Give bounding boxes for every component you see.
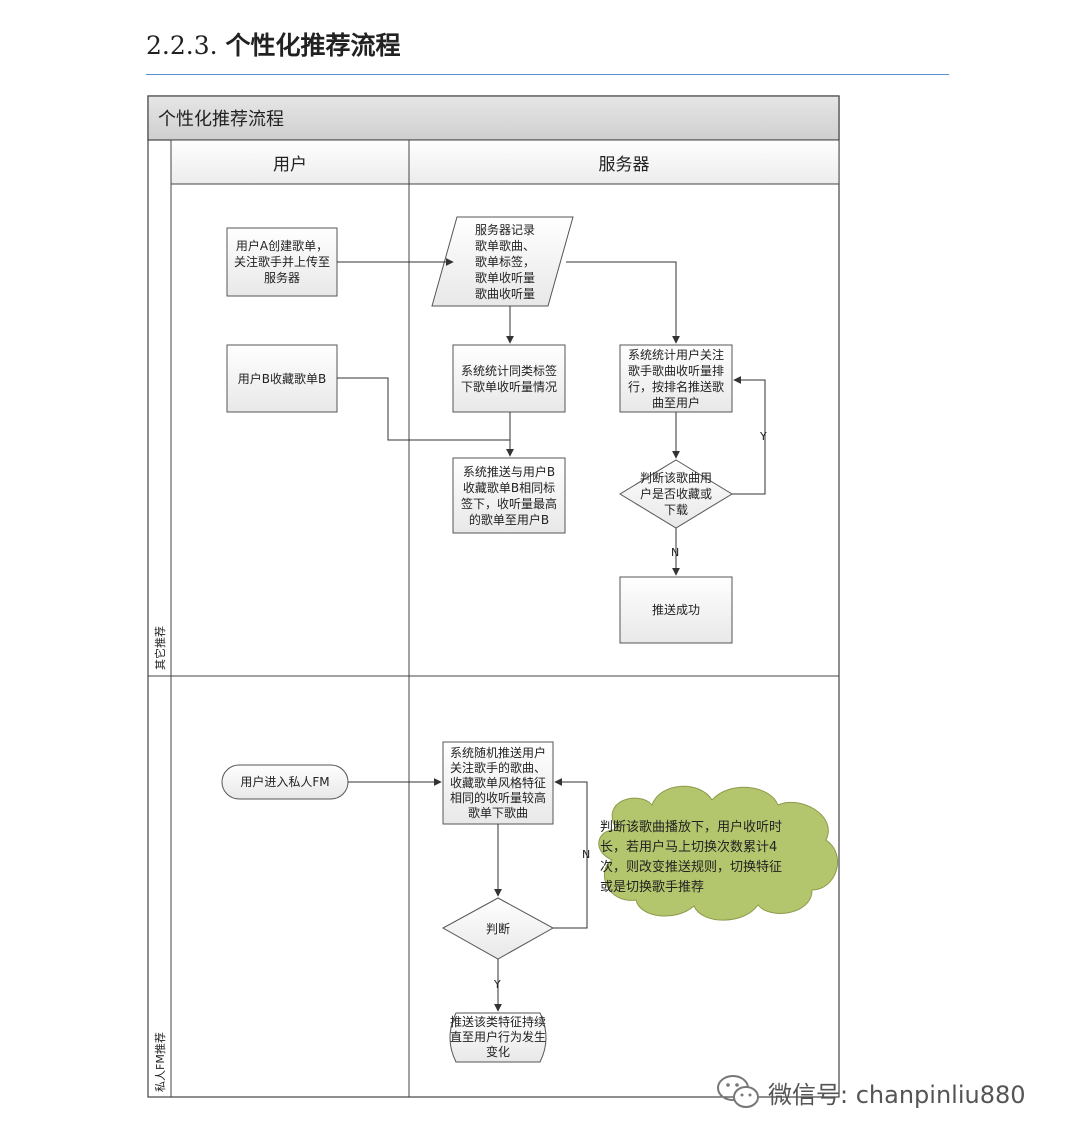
stat-rank-text: 系统统计用户关注 歌手歌曲收听量排 行，按排名推送歌 曲至用户: [627, 347, 724, 410]
edge-record-to-stat-rank: [566, 261, 680, 344]
push-playlist-box: [452, 457, 566, 534]
push-playlist-text: 系统推送与用户B 收藏歌单B相同标 签下，收听量最高 的歌单至用户B: [460, 464, 557, 527]
section-label-fm: 私人FM推荐: [154, 1032, 167, 1092]
watermark-text: 微信号: chanpinliu880: [768, 1080, 1026, 1109]
stat-rank-box: [619, 344, 733, 413]
section-heading: 2.2.3. 个性化推荐流程: [146, 26, 401, 62]
edge-label-no-bottom: N: [582, 848, 591, 861]
random-push-box: [442, 741, 554, 825]
lane-header-server: [408, 139, 840, 185]
push-feature-text: 推送该类特征持续 直至用户行为发生 变化: [449, 1015, 546, 1059]
lane-title-user: 用户: [273, 154, 307, 175]
collect-playlist-text: 用户B收藏歌单B: [237, 371, 327, 386]
judge-text: 判断: [485, 921, 510, 936]
pool-title: 个性化推荐流程: [158, 109, 284, 130]
edge-label-no-top: N: [671, 546, 680, 559]
edge-judge-yes-loop: [732, 376, 766, 495]
server-record-parallelogram: [431, 216, 574, 307]
push-success-box: [619, 576, 733, 644]
pool-header: [147, 95, 840, 141]
edge-collect-to-push: [337, 377, 510, 441]
watermark: 微信号: chanpinliu880: [716, 1072, 1026, 1112]
section-title: 个性化推荐流程: [225, 31, 401, 60]
wechat-icon: [717, 1075, 759, 1108]
create-playlist-text: 用户A创建歌单， 关注歌手并上传至 服务器: [233, 239, 330, 285]
heading-rule: [146, 74, 949, 75]
lane-title-server: 服务器: [598, 154, 650, 175]
push-success-text: 推送成功: [651, 603, 700, 617]
create-playlist-box: [226, 227, 338, 297]
edge-label-yes-bottom: Y: [494, 978, 501, 991]
stat-tag-text: 系统统计同类标签 下歌单收听量情况: [460, 363, 557, 394]
stat-tag-box: [452, 344, 566, 413]
cloud-note: [598, 785, 838, 921]
edge-judge-no-loop: [553, 778, 588, 929]
cloud-note-text: 判断该歌曲播放下，用户收听时 长，若用户马上切换次数累计4 次，则改变推送规则，…: [600, 820, 783, 895]
section-number: 2.2.3.: [146, 31, 218, 60]
enter-fm-text: 用户进入私人FM: [240, 775, 330, 789]
judge-collect-text: 判断该歌曲用 户是否收藏或 下载: [639, 471, 712, 517]
random-push-text: 系统随机推送用户 关注歌手的歌曲、 收藏歌单风格特征 相同的收听量较高 歌单下歌…: [449, 745, 546, 820]
edge-label-yes-top: Y: [760, 430, 767, 443]
section-label-other: 其它推荐: [154, 626, 167, 670]
server-record-text: 服务器记录 歌单歌曲、 歌单标签， 歌单收听量 歌曲收听量: [474, 222, 535, 301]
push-feature-terminator: [449, 1012, 547, 1063]
collect-playlist-box: [226, 344, 338, 413]
